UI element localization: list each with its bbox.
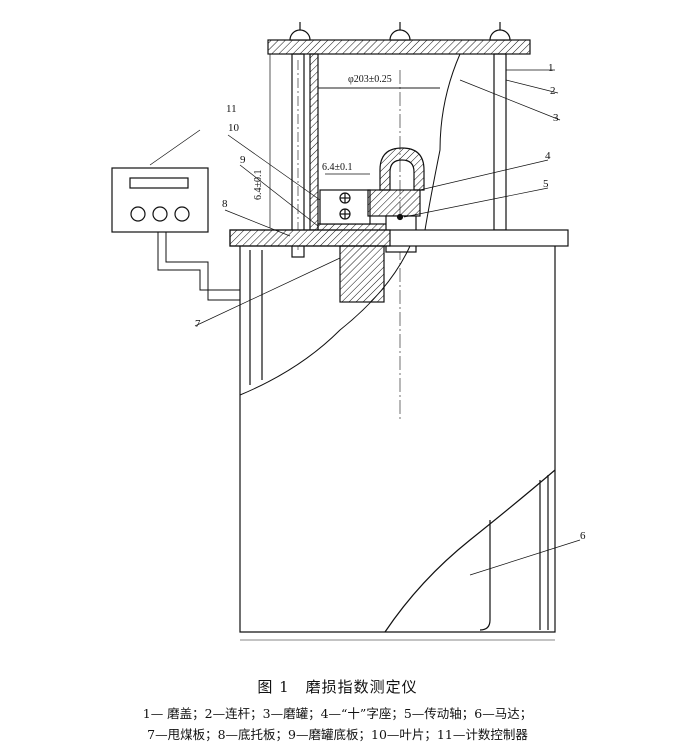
figure-title: 图 1 磨损指数测定仪 bbox=[257, 678, 418, 696]
diameter-dimension: φ203±0.25 bbox=[348, 74, 392, 85]
callout-5: 5 bbox=[543, 178, 549, 190]
base-plate bbox=[229, 229, 569, 303]
legend-line-1: 1— 磨盖；2—连杆；3—磨罐；4—“十”字座；5—传动轴；6—马达； bbox=[142, 706, 533, 721]
grinding-lid bbox=[267, 22, 531, 55]
callout-2: 2 bbox=[550, 85, 556, 97]
legend-line-2: 7—甩煤板；8—底托板；9—磨罐底板；10—叶片；11—计数控制器 bbox=[147, 727, 528, 742]
blade-gap-dimension: 6.4±0.1 bbox=[253, 169, 264, 201]
leader-lines bbox=[149, 69, 581, 576]
callout-6: 6 bbox=[580, 530, 586, 542]
callout-10: 10 bbox=[228, 122, 239, 134]
callout-4: 4 bbox=[545, 150, 551, 162]
blade-height-dimension: 6.4±0.1 bbox=[322, 162, 353, 173]
callout-1: 1 bbox=[548, 62, 554, 74]
counter-controller bbox=[111, 167, 240, 301]
callout-3: 3 bbox=[553, 112, 559, 124]
callout-8: 8 bbox=[222, 198, 228, 210]
dimension-lines bbox=[269, 54, 440, 228]
callout-9: 9 bbox=[240, 154, 246, 166]
blade bbox=[319, 189, 371, 225]
callout-7: 7 bbox=[195, 318, 201, 330]
callout-11: 11 bbox=[226, 103, 237, 115]
motor-housing bbox=[239, 245, 556, 641]
